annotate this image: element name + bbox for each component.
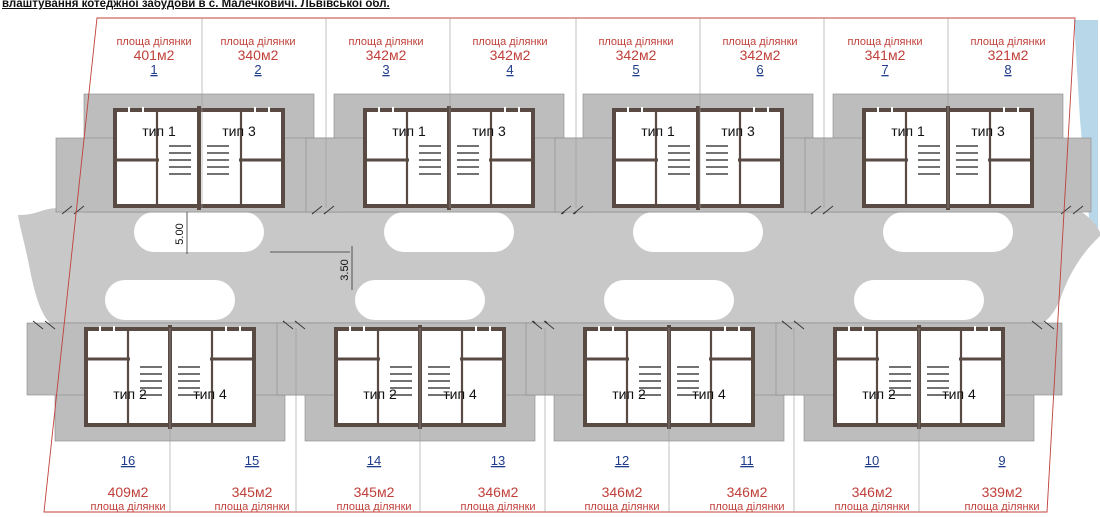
plot-caption: площа ділянки (220, 36, 295, 48)
plot-caption: площа ділянки (116, 36, 191, 48)
plot-caption: площа ділянки (834, 501, 909, 513)
plot-area: 342м2 (616, 47, 657, 63)
plot-caption: площа ділянки (598, 36, 673, 48)
dimension-side-road: 5.00 (174, 223, 186, 244)
plot-caption: площа ділянки (584, 501, 659, 513)
plot-number: 5 (632, 62, 639, 77)
plot-caption: площа ділянки (964, 501, 1039, 513)
dimension-labels: 5.00 3.50 (174, 212, 353, 290)
page-title: влаштування котеджної забудови в с. Мале… (2, 0, 390, 10)
plot-area: 341м2 (865, 47, 906, 63)
plot-caption: площа ділянки (460, 501, 535, 513)
plot-area: 346м2 (727, 484, 768, 500)
house-type-label: тип 3 (472, 123, 506, 139)
house-type-label: тип 3 (971, 123, 1005, 139)
plot-number: 13 (491, 453, 505, 468)
house-type-label: тип 1 (392, 123, 426, 139)
dimension-main-road: 3.50 (339, 259, 351, 280)
plot-number: 9 (998, 453, 1005, 468)
plot-caption: площа ділянки (336, 501, 411, 513)
house-type-label: тип 4 (692, 386, 726, 402)
plot-caption: площа ділянки (709, 501, 784, 513)
house-type-label: тип 1 (891, 123, 925, 139)
house-block-top-2: тип 1 тип 3 (305, 93, 593, 215)
plot-number: 11 (740, 453, 754, 468)
plot-area: 345м2 (232, 484, 273, 500)
plot-number: 3 (382, 62, 389, 77)
main-road (18, 206, 1100, 328)
plot-number: 7 (881, 62, 888, 77)
house-type-label: тип 2 (862, 386, 896, 402)
house-type-label: тип 4 (443, 386, 477, 402)
turning-loop-bottom-3 (604, 280, 734, 320)
plot-area: 346м2 (852, 484, 893, 500)
plot-caption: площа ділянки (348, 36, 423, 48)
plot-area: 340м2 (238, 47, 279, 63)
turning-loop-bottom-1 (105, 280, 235, 320)
house-type-label: тип 4 (942, 386, 976, 402)
house-type-label: тип 1 (142, 123, 176, 139)
house-type-label: тип 4 (193, 386, 227, 402)
plot-number: 2 (254, 62, 261, 77)
plot-number: 15 (245, 453, 259, 468)
plot-caption: площа ділянки (970, 36, 1045, 48)
turning-loop-top-3 (633, 212, 763, 252)
plot-area: 321м2 (988, 47, 1029, 63)
plot-number: 4 (506, 62, 513, 77)
plot-area: 409м2 (108, 484, 149, 500)
house-type-label: тип 2 (363, 386, 397, 402)
turning-loop-top-1 (134, 212, 264, 252)
road-area (18, 206, 1100, 328)
turning-loop-top-4 (883, 212, 1013, 252)
plot-caption: площа ділянки (214, 501, 289, 513)
site-boundary (43, 17, 1076, 513)
plot-caption: площа ділянки (722, 36, 797, 48)
house-block-top-1: тип 1 тип 3 (55, 93, 343, 215)
plot-caption: площа ділянки (472, 36, 547, 48)
plot-number: 16 (121, 453, 135, 468)
house-block-top-3: тип 1 тип 3 (554, 93, 842, 215)
turning-loop-bottom-2 (355, 280, 485, 320)
turning-loop-bottom-4 (854, 280, 984, 320)
house-type-label: тип 2 (113, 386, 147, 402)
plot-area: 346м2 (478, 484, 519, 500)
plot-area: 345м2 (354, 484, 395, 500)
house-type-label: тип 3 (222, 123, 256, 139)
plot-area: 342м2 (740, 47, 781, 63)
plot-area: 346м2 (602, 484, 643, 500)
plot-number: 8 (1004, 62, 1011, 77)
plot-number: 1 (150, 62, 157, 77)
plot-caption: площа ділянки (847, 36, 922, 48)
plot-number: 6 (756, 62, 763, 77)
house-type-label: тип 3 (721, 123, 755, 139)
water-strip (1074, 20, 1098, 228)
plot-number: 14 (367, 453, 381, 468)
plot-caption: площа ділянки (90, 501, 165, 513)
plot-area: 339м2 (982, 484, 1023, 500)
house-type-label: тип 2 (612, 386, 646, 402)
plot-area: 342м2 (366, 47, 407, 63)
plot-area: 401м2 (134, 47, 175, 63)
plot-number: 12 (615, 453, 629, 468)
turning-loop-top-2 (384, 212, 514, 252)
house-type-label: тип 1 (641, 123, 675, 139)
plot-boundaries (43, 17, 1076, 513)
water-edge (1074, 20, 1098, 228)
plot-number: 10 (865, 453, 879, 468)
plot-area: 342м2 (490, 47, 531, 63)
